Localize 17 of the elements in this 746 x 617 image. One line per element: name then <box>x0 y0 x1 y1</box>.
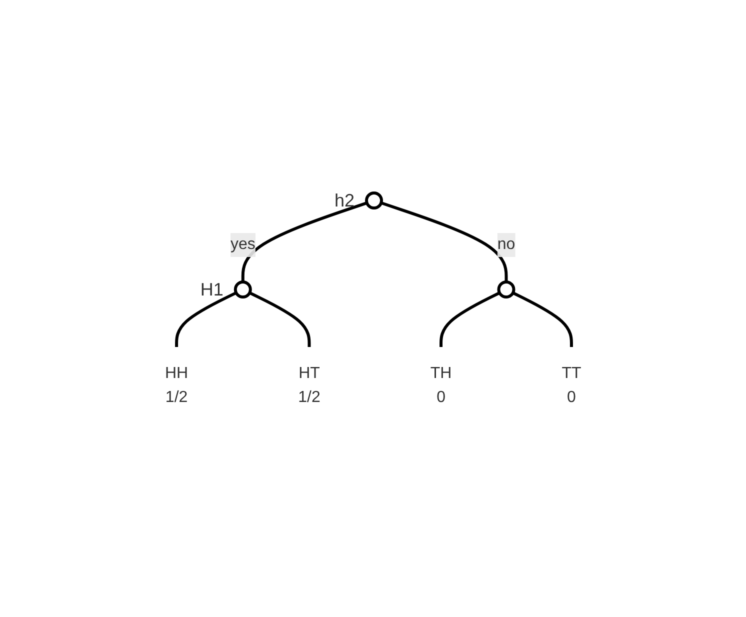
connector <box>380 200 508 282</box>
node-circle <box>364 191 383 209</box>
connector <box>439 291 500 346</box>
connector <box>241 201 368 282</box>
node-text: HT 1/2 <box>298 364 320 406</box>
node-caption: h2 <box>334 190 354 210</box>
node-text: HH 1/2 <box>164 364 188 406</box>
connector <box>248 290 311 346</box>
node-text: TH 0 <box>430 364 452 406</box>
connector <box>174 290 237 346</box>
node-caption: H1 <box>200 279 224 299</box>
node-circle <box>234 280 252 298</box>
node-circle <box>497 280 516 298</box>
edge-label: yes <box>230 236 256 252</box>
node-text: TT 0 <box>562 364 582 406</box>
edge-label: no <box>497 236 516 252</box>
connector <box>512 291 573 346</box>
